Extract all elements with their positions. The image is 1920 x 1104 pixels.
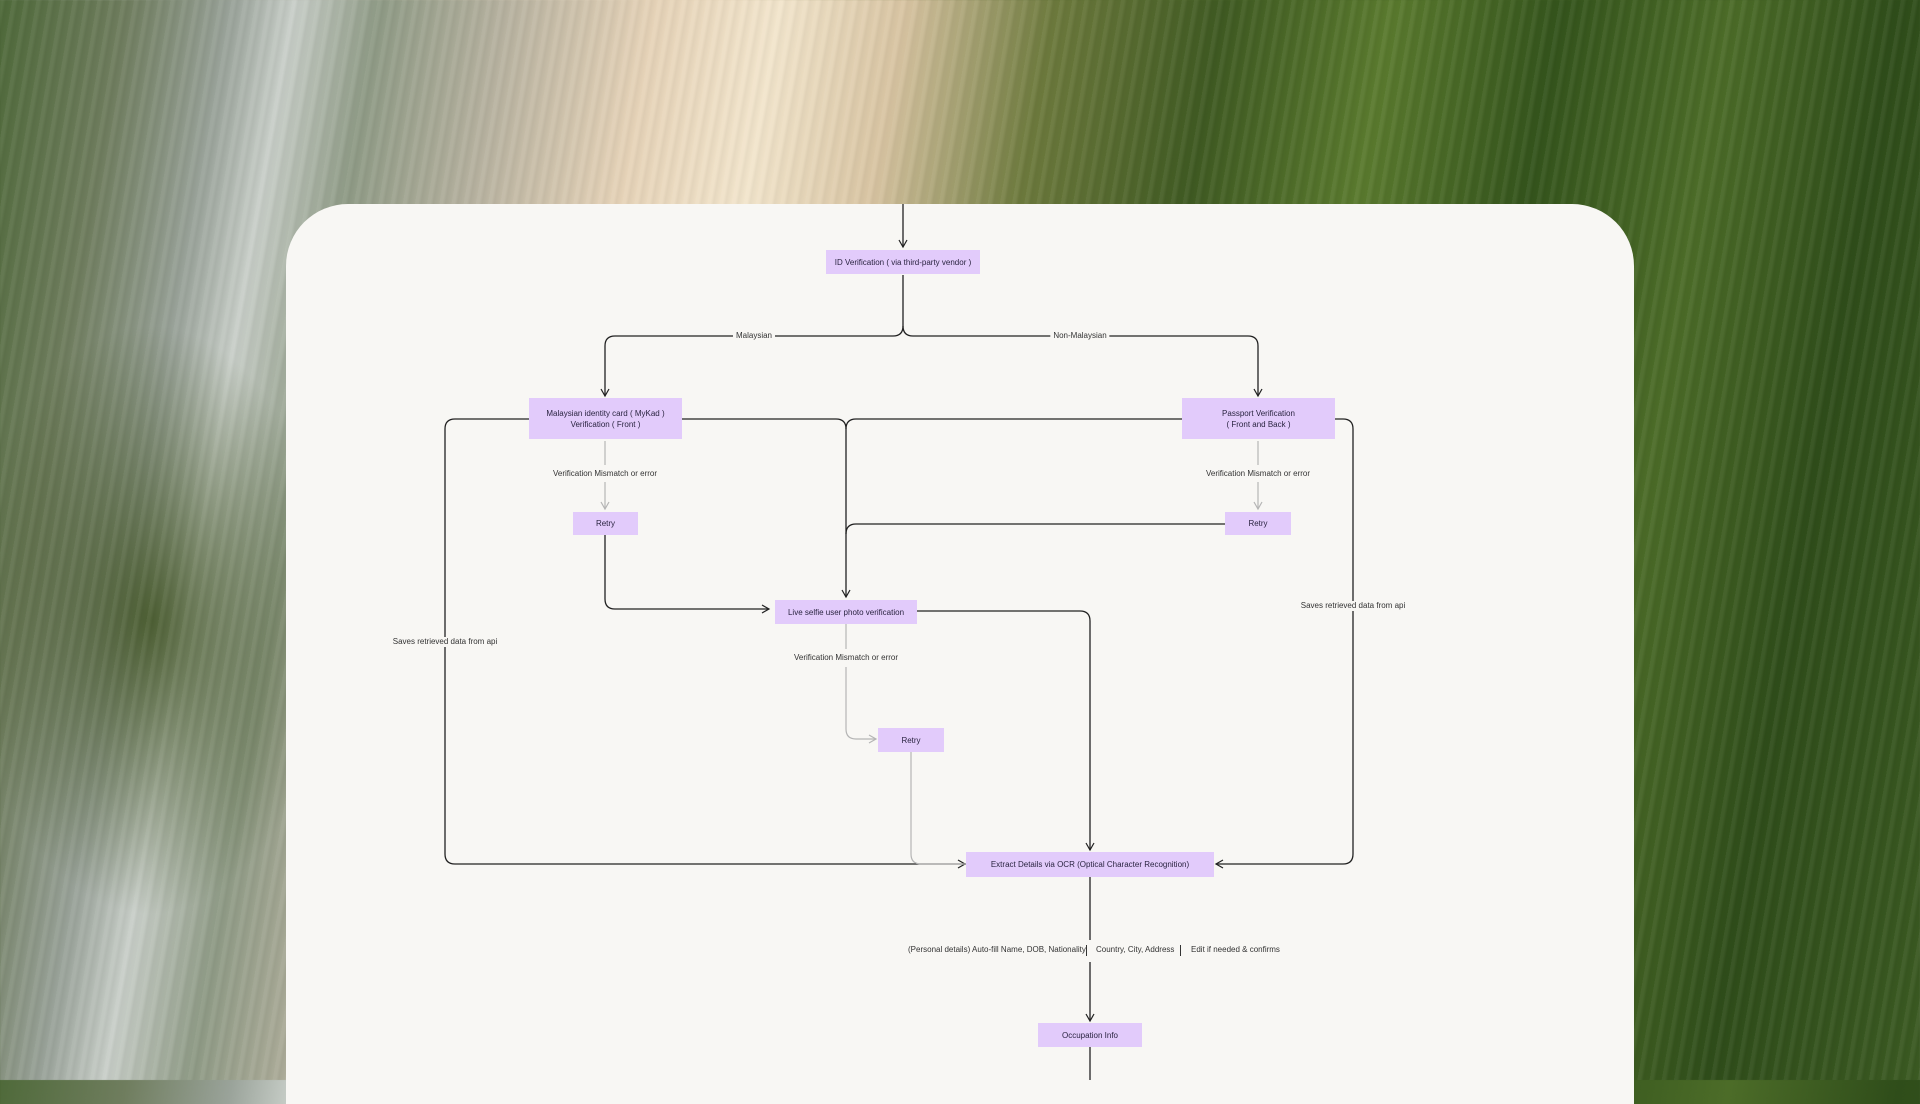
edge-retry-right-to-selfie [845,523,1225,535]
edge-selfie-retry [845,667,878,744]
node-retry-passport[interactable]: Retry [1225,512,1291,535]
edge-retry-selfie-to-ocr [910,752,965,865]
edge-passport-saves-to-ocr [1214,418,1354,869]
edge-non-malaysian [902,325,1263,398]
node-ocr-extract[interactable]: Extract Details via OCR (Optical Charact… [966,852,1214,877]
label-non-malaysian: Non-Malaysian [1050,331,1110,341]
label-malaysian: Malaysian [732,331,776,341]
edge-mykad-saves-to-ocr [444,418,967,869]
node-passport-verification[interactable]: Passport Verification ( Front and Back ) [1182,398,1335,439]
node-retry-selfie[interactable]: Retry [878,728,944,752]
label-saves-left: Saves retrieved data from api [389,637,501,647]
node-id-verification[interactable]: ID Verification ( via third-party vendor… [826,250,980,274]
label-personal-details: (Personal details) Auto-fill Name, DOB, … [905,945,1091,955]
label-country-city-address: Country, City, Address [1093,945,1178,955]
label-mismatch-selfie: Verification Mismatch or error [790,653,902,663]
node-selfie-verification[interactable]: Live selfie user photo verification [775,600,917,624]
edge-retry-left-to-selfie [604,535,771,614]
edge-selfie-to-ocr [917,610,1095,852]
flow-connectors [444,204,1354,1080]
label-saves-right: Saves retrieved data from api [1297,601,1409,611]
node-occupation-info[interactable]: Occupation Info [1038,1023,1142,1047]
node-retry-mykad[interactable]: Retry [573,512,638,535]
node-mykad-verification[interactable]: Malaysian identity card ( MyKad ) Verifi… [529,398,682,439]
edge-mykad-to-selfie [682,418,851,599]
separator [1180,945,1181,956]
separator [1086,945,1087,956]
label-mismatch-mykad: Verification Mismatch or error [549,469,661,479]
label-mismatch-passport: Verification Mismatch or error [1202,469,1314,479]
label-edit-confirm: Edit if needed & confirms [1188,945,1283,955]
edge-passport-to-selfie [845,418,1182,430]
